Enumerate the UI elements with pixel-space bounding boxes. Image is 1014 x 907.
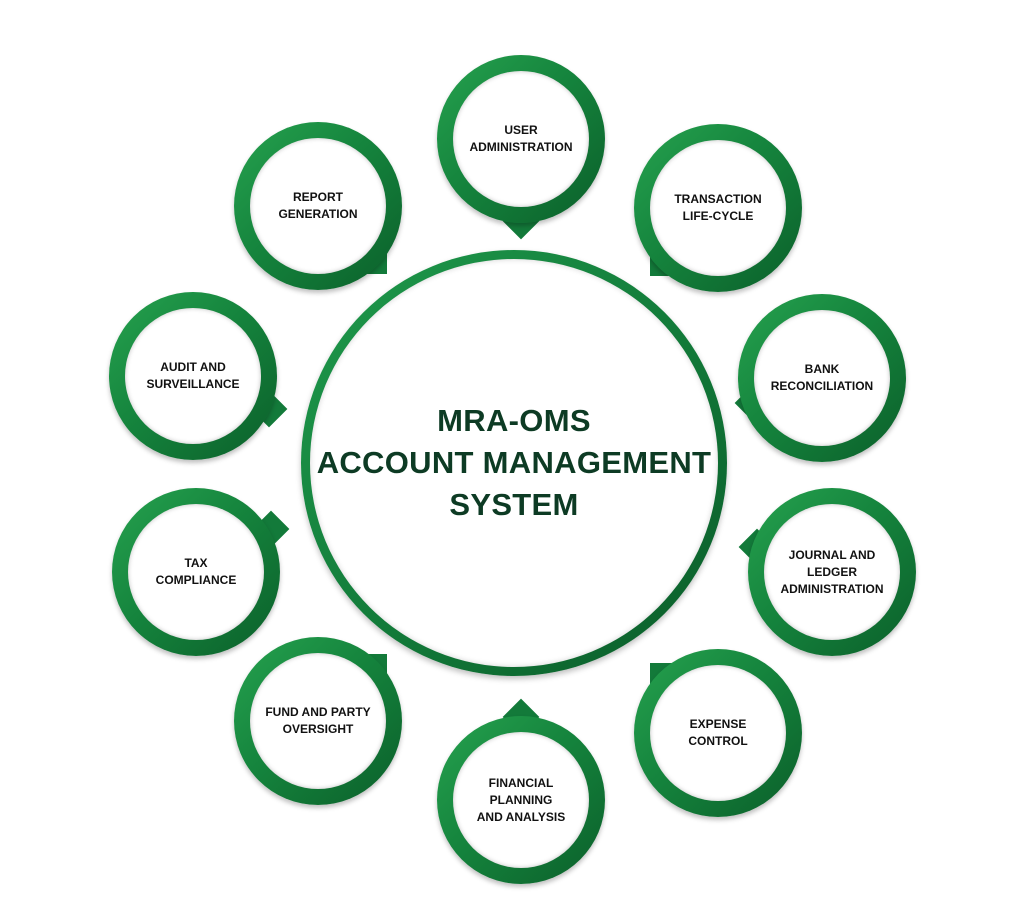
node-ring: REPORT GENERATION bbox=[234, 122, 402, 290]
node-ring: USER ADMINISTRATION bbox=[437, 55, 605, 223]
node-label-line: ADMINISTRATION bbox=[469, 140, 573, 154]
node-ring: TRANSACTION LIFE-CYCLE bbox=[634, 124, 802, 292]
node-label-line: CONTROL bbox=[688, 734, 748, 748]
node-inner: FINANCIAL PLANNING AND ANALYSIS bbox=[453, 732, 589, 868]
node-label-line: TAX bbox=[184, 556, 208, 570]
node-journal-and-ledger-administration: JOURNAL AND LEDGER ADMINISTRATION bbox=[738, 488, 916, 656]
node-report-generation: REPORT GENERATION bbox=[234, 122, 402, 290]
node-inner: JOURNAL AND LEDGER ADMINISTRATION bbox=[764, 504, 900, 640]
center-title-line-3: SYSTEM bbox=[449, 487, 579, 522]
node-fund-and-party-oversight: FUND AND PARTY OVERSIGHT bbox=[234, 637, 402, 805]
node-label-line: USER bbox=[504, 123, 538, 137]
node-label-line: SURVEILLANCE bbox=[146, 377, 240, 391]
node-transaction-life-cycle: TRANSACTION LIFE-CYCLE bbox=[634, 124, 802, 292]
node-inner: REPORT GENERATION bbox=[250, 138, 386, 274]
node-user-administration: USER ADMINISTRATION bbox=[437, 55, 605, 240]
node-ring: EXPENSE CONTROL bbox=[634, 649, 802, 817]
node-ring: TAX COMPLIANCE bbox=[112, 488, 280, 656]
node-label-line: TRANSACTION bbox=[674, 192, 762, 206]
node-label-line: JOURNAL AND bbox=[788, 547, 876, 562]
node-label-line: FUND AND PARTY bbox=[265, 705, 371, 719]
node-label-line: LIFE-CYCLE bbox=[682, 209, 754, 223]
node-inner: FUND AND PARTY OVERSIGHT bbox=[250, 653, 386, 789]
node-ring: FINANCIAL PLANNING AND ANALYSIS bbox=[437, 716, 605, 884]
node-inner: BANK RECONCILIATION bbox=[754, 310, 890, 446]
node-ring: JOURNAL AND LEDGER ADMINISTRATION bbox=[748, 488, 916, 656]
node-label-line: ADMINISTRATION bbox=[780, 581, 884, 596]
node-label-line: PLANNING bbox=[489, 792, 553, 807]
center-hub-inner: MRA-OMS ACCOUNT MANAGEMENT SYSTEM bbox=[310, 259, 718, 667]
node-label-line: GENERATION bbox=[278, 207, 358, 221]
node-ring: BANK RECONCILIATION bbox=[738, 294, 906, 462]
node-label-line: AND ANALYSIS bbox=[476, 809, 566, 824]
node-inner: TAX COMPLIANCE bbox=[128, 504, 264, 640]
node-label-line: EXPENSE bbox=[689, 717, 747, 731]
node-label-line: OVERSIGHT bbox=[282, 722, 354, 736]
node-label-line: LEDGER bbox=[806, 564, 857, 579]
node-inner: EXPENSE CONTROL bbox=[650, 665, 786, 801]
node-inner: AUDIT AND SURVEILLANCE bbox=[125, 308, 261, 444]
node-label-line: BANK bbox=[804, 362, 840, 376]
node-expense-control: EXPENSE CONTROL bbox=[634, 649, 802, 817]
node-inner: USER ADMINISTRATION bbox=[453, 71, 589, 207]
node-label-line: COMPLIANCE bbox=[155, 573, 237, 587]
node-label-line: REPORT bbox=[292, 190, 343, 204]
node-label-line: FINANCIAL bbox=[488, 775, 554, 790]
node-label-line: AUDIT AND bbox=[160, 360, 226, 374]
node-ring: FUND AND PARTY OVERSIGHT bbox=[234, 637, 402, 805]
center-hub: MRA-OMS ACCOUNT MANAGEMENT SYSTEM bbox=[301, 250, 727, 676]
node-bank-reconciliation: BANK RECONCILIATION bbox=[734, 294, 906, 462]
node-ring: AUDIT AND SURVEILLANCE bbox=[109, 292, 277, 460]
node-tax-compliance: TAX COMPLIANCE bbox=[112, 488, 290, 656]
node-financial-planning-and-analysis: FINANCIAL PLANNING AND ANALYSIS bbox=[437, 698, 605, 884]
center-title-line-1: MRA-OMS bbox=[437, 403, 591, 438]
center-title-line-2: ACCOUNT MANAGEMENT bbox=[316, 445, 712, 480]
node-audit-and-surveillance: AUDIT AND SURVEILLANCE bbox=[109, 292, 288, 460]
node-inner: TRANSACTION LIFE-CYCLE bbox=[650, 140, 786, 276]
node-label-line: RECONCILIATION bbox=[770, 379, 874, 393]
